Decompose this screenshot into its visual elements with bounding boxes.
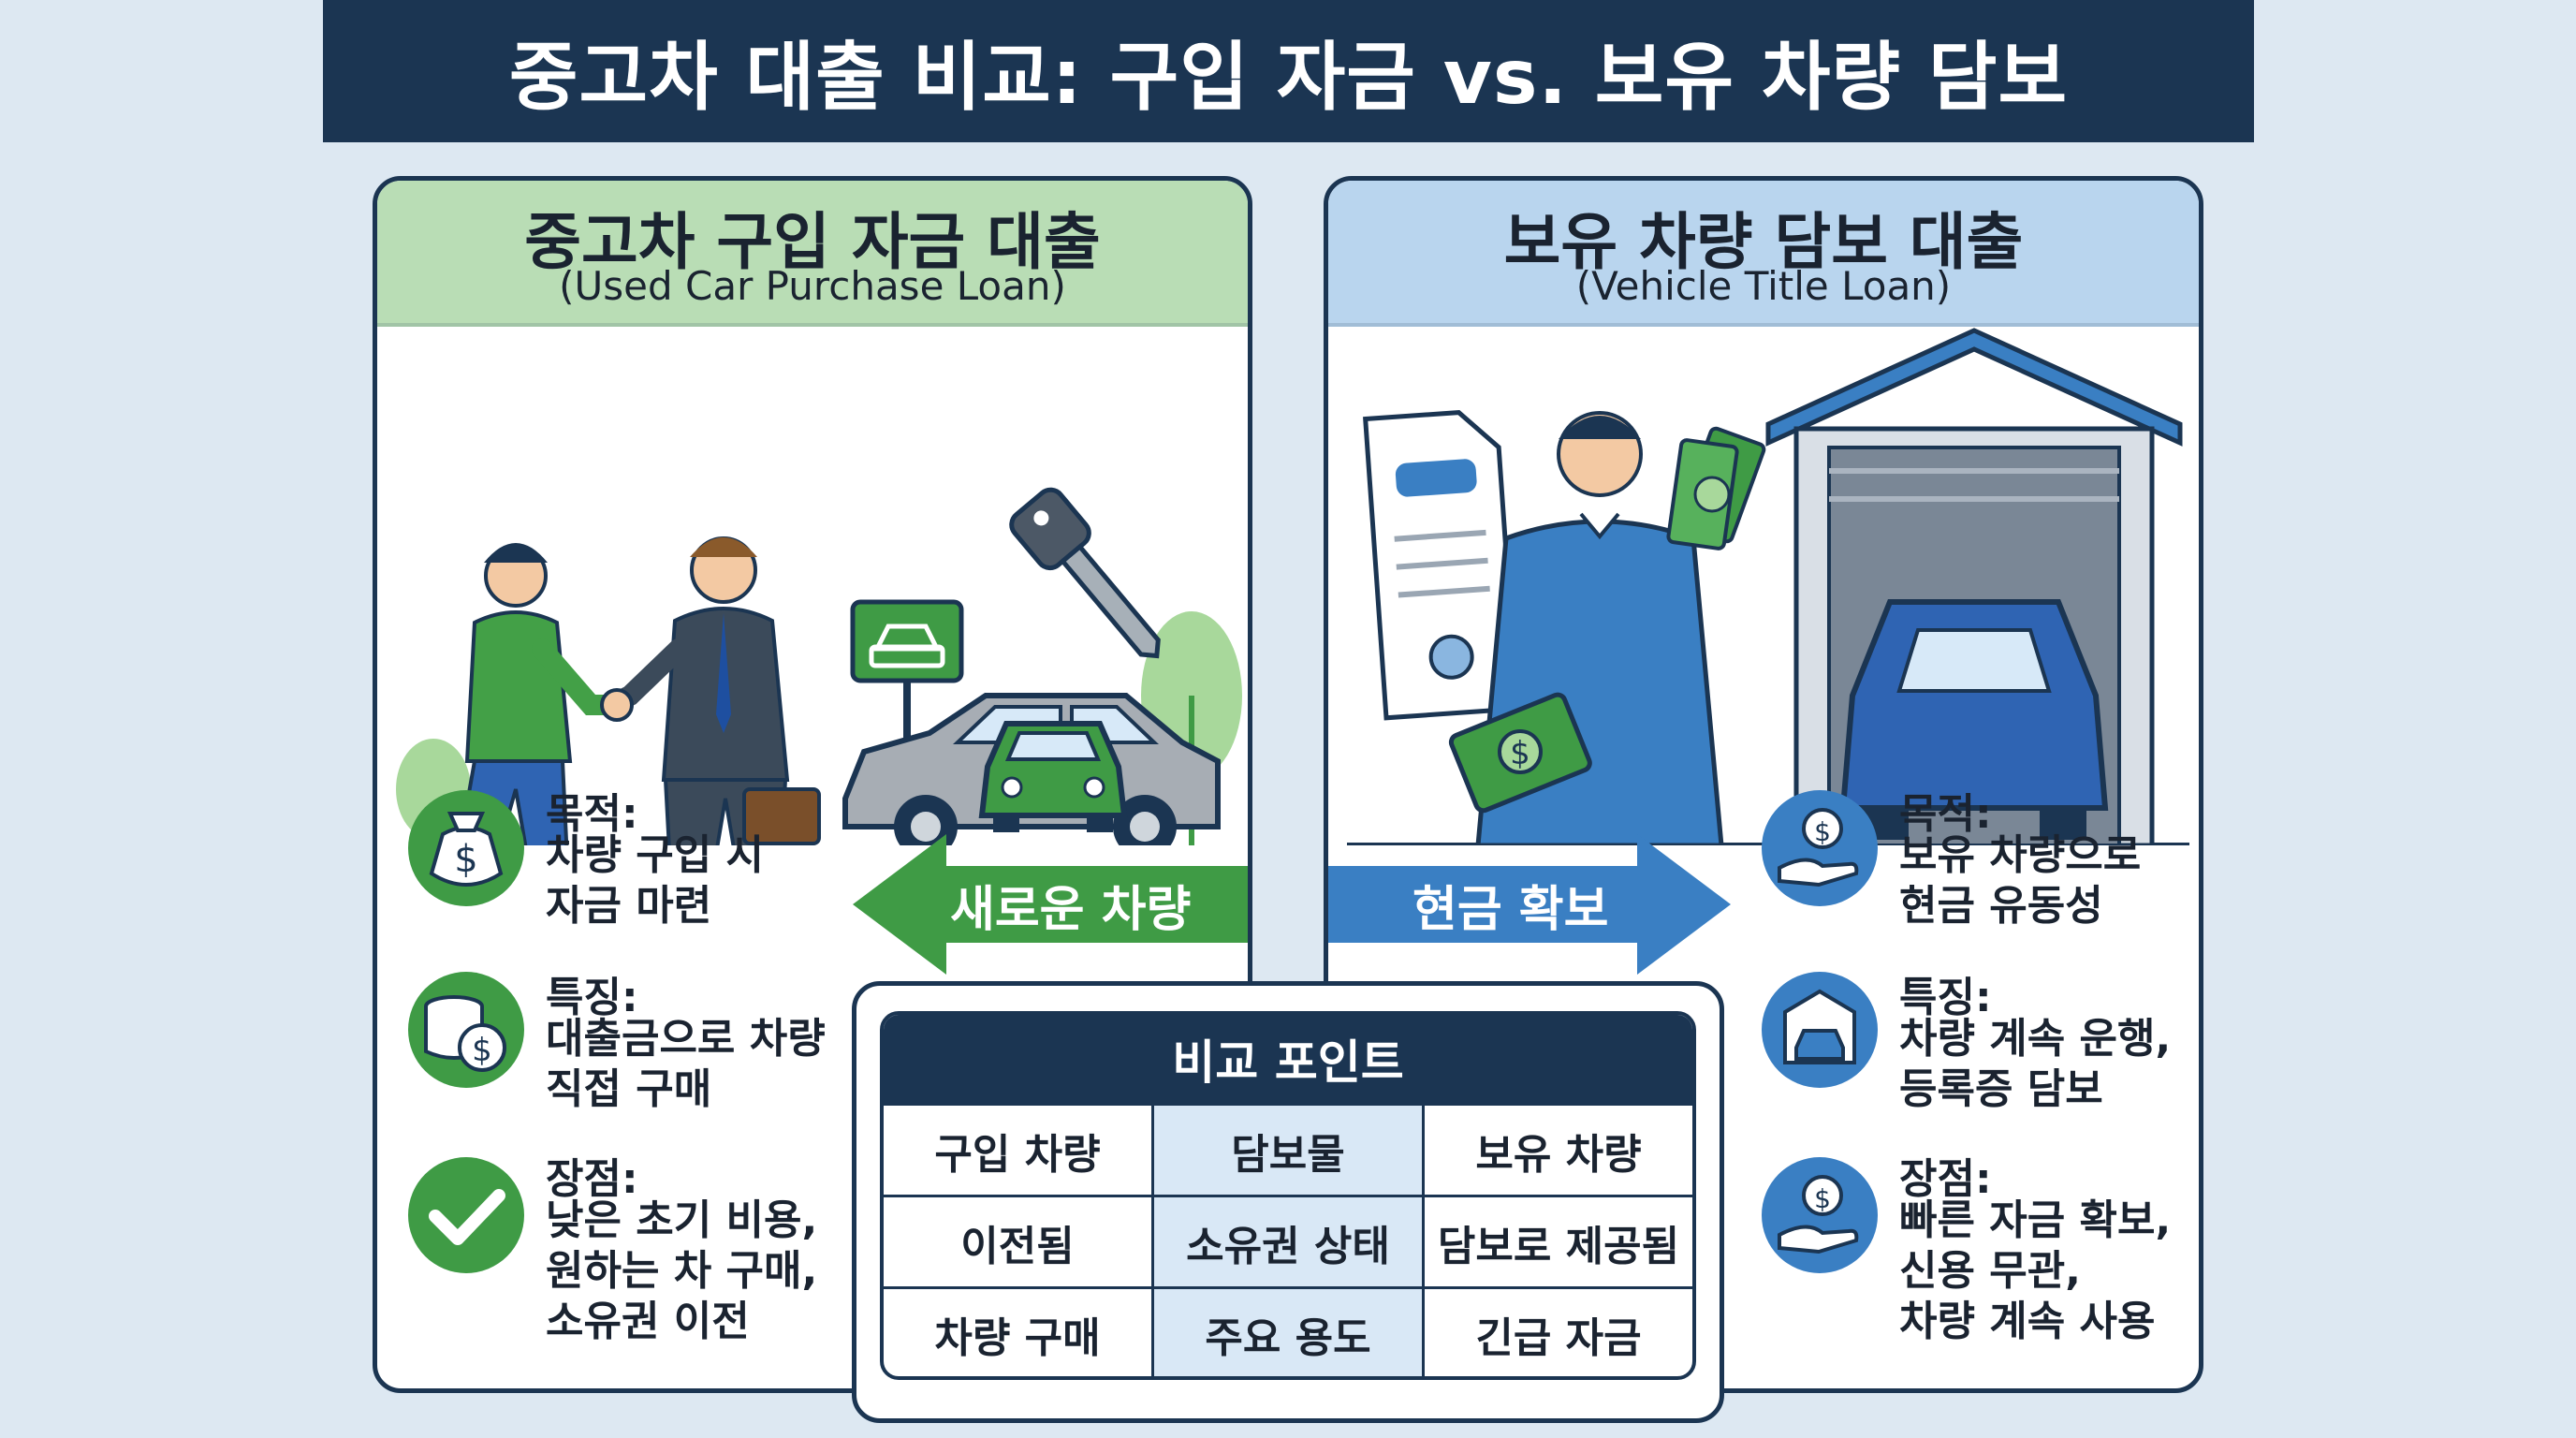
new-car-arrow [853, 834, 1248, 975]
comparison-row: 구입 차량 담보물 보유 차량 [884, 1103, 1692, 1195]
car-key-icon [1009, 487, 1161, 659]
comparison-cell: 긴급 자금 [1422, 1289, 1692, 1376]
right-label-advantage: 장점: [1899, 1155, 1992, 1203]
comparison-cell: 구입 차량 [934, 1130, 1101, 1179]
right-label-purpose: 목적: [1899, 790, 1992, 838]
hand-coin-icon: $ [1762, 790, 1878, 906]
coins-stack-icon: $ [408, 972, 524, 1088]
svg-text:$: $ [1814, 816, 1831, 847]
right-panel-header: 보유 차량 담보 대출 (Vehicle Title Loan) [1328, 181, 2199, 327]
comparison-cell: 소유권 상태 [1151, 1197, 1422, 1286]
checkmark-icon [408, 1157, 524, 1273]
comparison-header: 비교 포인트 [884, 1015, 1692, 1103]
comparison-cell: 이전됨 [960, 1222, 1075, 1270]
comparison-table: 비교 포인트 구입 차량 담보물 보유 차량 이전됨 소유권 상태 담보로 제공… [880, 1011, 1696, 1380]
right-panel-subtitle: (Vehicle Title Loan) [1575, 263, 1952, 309]
cash-arrow-label: 현금 확보 [1412, 882, 1609, 938]
new-car-arrow-label: 새로운 차량 [950, 882, 1192, 938]
svg-text:$: $ [1510, 735, 1530, 772]
left-text-purpose: 차량 구입 시 자금 마련 [546, 831, 765, 930]
left-panel-title: 중고차 구입 자금 대출 [524, 206, 1101, 278]
right-text-advantage: 빠른 자금 확보, 신용 무관, 차량 계속 사용 [1899, 1196, 2172, 1345]
left-panel-subtitle: (Used Car Purchase Loan) [559, 263, 1066, 309]
customer-person-icon [458, 543, 633, 845]
comparison-cell: 차량 구매 [934, 1313, 1101, 1362]
right-panel-title: 보유 차량 담보 대출 [1503, 206, 2024, 278]
left-label-feature: 특징: [546, 974, 638, 1021]
left-label-advantage: 장점: [546, 1155, 638, 1203]
comparison-row: 차량 구매 주요 용도 긴급 자금 [884, 1286, 1692, 1376]
right-text-purpose: 보유 차량으로 현금 유동성 [1899, 831, 2142, 930]
comparison-cell: 보유 차량 [1422, 1106, 1692, 1195]
right-text-feature: 차량 계속 운행, 등록증 담보 [1899, 1015, 2172, 1113]
left-text-advantage: 낮은 초기 비용, 원하는 차 구매, 소유권 이전 [546, 1196, 818, 1345]
left-illustration [396, 487, 1242, 845]
left-text-feature: 대출금으로 차량 직접 구매 [546, 1015, 826, 1113]
svg-text:$: $ [472, 1032, 492, 1069]
right-illustration [1347, 328, 2189, 845]
left-panel: 중고차 구입 자금 대출 (Used Car Purchase Loan) [373, 176, 1252, 1393]
cash-arrow [1328, 834, 1731, 975]
title-banner: 중고차 대출 비교: 구입 자금 vs. 보유 차량 담보 [323, 0, 2254, 142]
hand-coin-icon: $ [1762, 1157, 1878, 1273]
comparison-cell: 담보로 제공됨 [1422, 1197, 1692, 1286]
comparison-row: 이전됨 소유권 상태 담보로 제공됨 [884, 1195, 1692, 1286]
left-label-purpose: 목적: [546, 790, 638, 838]
svg-text:$: $ [454, 838, 477, 881]
money-bag-icon: $ [408, 790, 524, 906]
cash-bill-icon: $ [1448, 692, 1592, 814]
comparison-cell: 주요 용도 [1151, 1289, 1422, 1376]
right-label-feature: 특징: [1899, 974, 1992, 1021]
new-car-icon [978, 721, 1128, 832]
comparison-cell: 담보물 [1151, 1106, 1422, 1195]
page-title: 중고차 대출 비교: 구입 자금 vs. 보유 차량 담보 [508, 34, 2069, 121]
garage-car-icon [1762, 972, 1878, 1088]
cash-bills-icon [1666, 426, 1766, 550]
handshake-icon [600, 688, 634, 722]
briefcase-icon [742, 787, 821, 845]
left-panel-header: 중고차 구입 자금 대출 (Used Car Purchase Loan) [377, 181, 1248, 327]
svg-text:$: $ [1814, 1183, 1831, 1214]
